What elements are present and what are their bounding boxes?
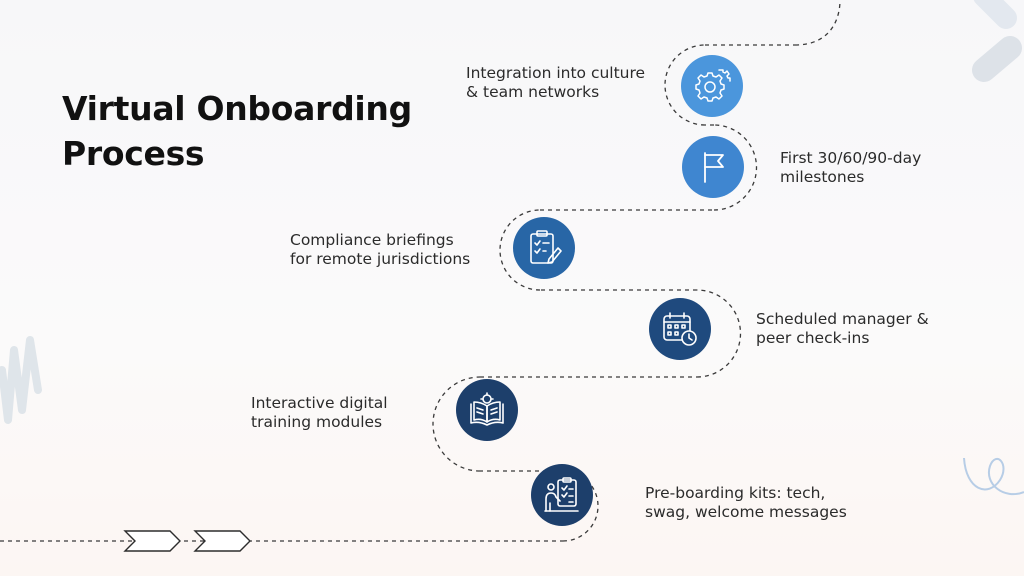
step-6-circle bbox=[681, 55, 743, 117]
step-5-circle bbox=[682, 136, 744, 198]
step-2-line-1: Interactive digital bbox=[251, 394, 388, 412]
path-loop-2 bbox=[432, 376, 481, 472]
step-6-line-2: & team networks bbox=[466, 83, 600, 101]
path-loop-5 bbox=[713, 124, 758, 211]
step-6-line-1: Integration into culture bbox=[466, 64, 646, 82]
gears-icon bbox=[695, 69, 731, 102]
step-2-circle bbox=[456, 379, 518, 441]
decorative-shape-top-right bbox=[972, 0, 1022, 82]
path-loop-6 bbox=[664, 44, 706, 126]
step-3-line-2: peer check-ins bbox=[756, 329, 870, 347]
checklist-person-icon bbox=[544, 477, 579, 512]
step-4-line-1: Compliance briefings bbox=[290, 231, 454, 249]
path-loop-3 bbox=[696, 289, 742, 378]
step-2-line-2: training modules bbox=[251, 413, 383, 431]
step-1-circle bbox=[531, 464, 593, 526]
chevron-arrow-icon bbox=[123, 530, 181, 552]
page-title: Virtual Onboarding Process bbox=[62, 86, 412, 176]
step-5-line-1: First 30/60/90-day bbox=[780, 149, 922, 167]
step-4-text: Compliance briefings for remote jurisdic… bbox=[290, 231, 470, 269]
step-5-text: First 30/60/90-day milestones bbox=[780, 149, 921, 187]
step-3-line-1: Scheduled manager & bbox=[756, 310, 929, 328]
title-line-1: Virtual Onboarding bbox=[62, 89, 412, 128]
decorative-loop-bottom-right bbox=[963, 457, 1024, 496]
chevron-arrow-icon bbox=[193, 530, 251, 552]
step-3-text: Scheduled manager & peer check-ins bbox=[756, 310, 929, 348]
clipboard-check-icon bbox=[530, 230, 562, 264]
step-6-text: Integration into culture & team networks bbox=[466, 64, 645, 102]
step-4-line-2: for remote jurisdictions bbox=[290, 250, 471, 268]
open-book-icon bbox=[470, 392, 504, 426]
title-line-2: Process bbox=[62, 134, 205, 173]
step-1-text: Pre-boarding kits: tech, swag, welcome m… bbox=[645, 484, 847, 522]
step-1-line-2: swag, welcome messages bbox=[645, 503, 847, 521]
path-loop-4 bbox=[499, 209, 541, 291]
calendar-clock-icon bbox=[663, 312, 697, 346]
step-1-line-1: Pre-boarding kits: tech, bbox=[645, 484, 826, 502]
decorative-scribble-left bbox=[0, 336, 42, 424]
step-2-text: Interactive digital training modules bbox=[251, 394, 388, 432]
path-tail bbox=[794, 0, 841, 46]
step-5-line-2: milestones bbox=[780, 168, 865, 186]
flag-icon bbox=[704, 152, 724, 183]
step-3-circle bbox=[649, 298, 711, 360]
step-4-circle bbox=[513, 217, 575, 279]
